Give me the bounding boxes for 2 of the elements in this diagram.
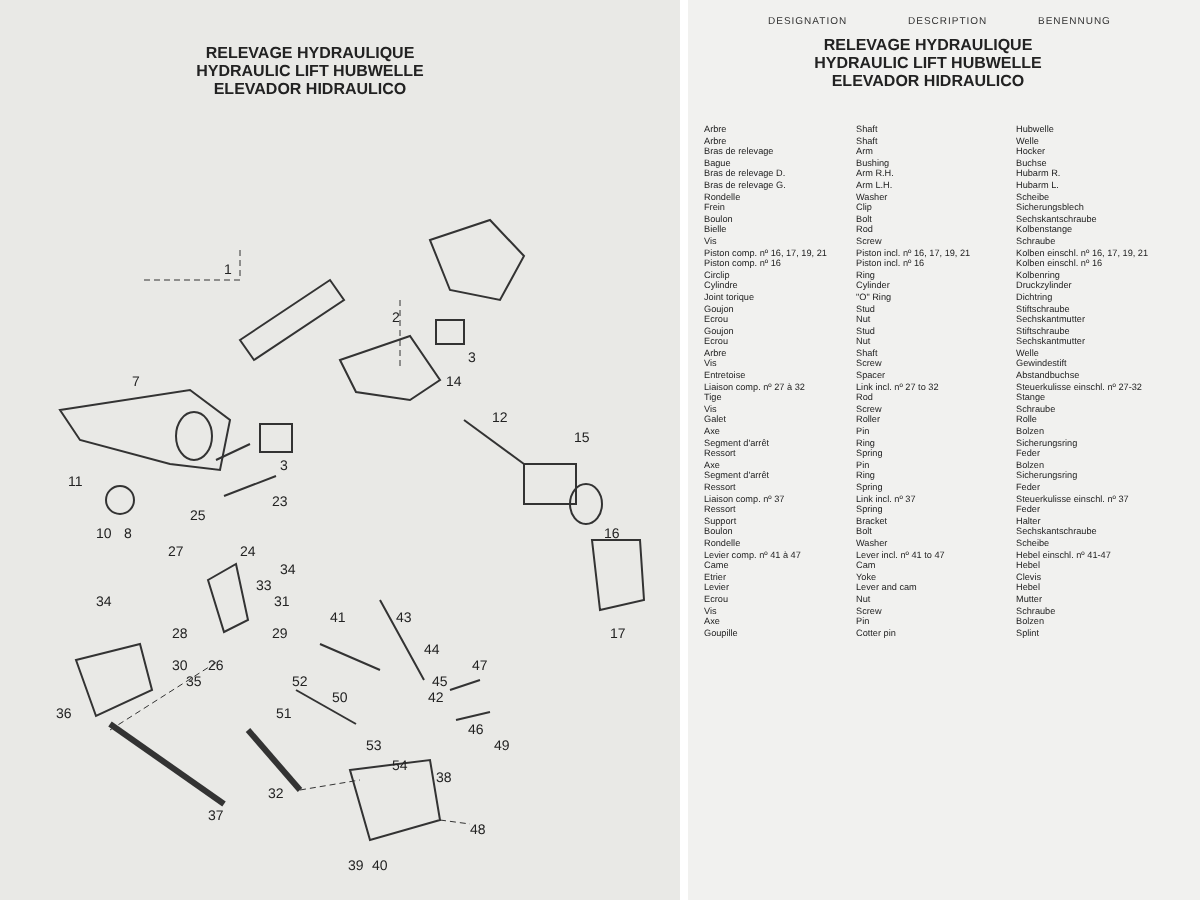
page-title: RELEVAGE HYDRAULIQUE HYDRAULIC LIFT HUBWELLE ELEVADOR HIDRAULICO [812,36,1044,90]
page-title: RELEVAGE HYDRAULIQUE HYDRAULIC LIFT HUBWELLE ELEVADOR HIDRAULICO [194,44,426,98]
